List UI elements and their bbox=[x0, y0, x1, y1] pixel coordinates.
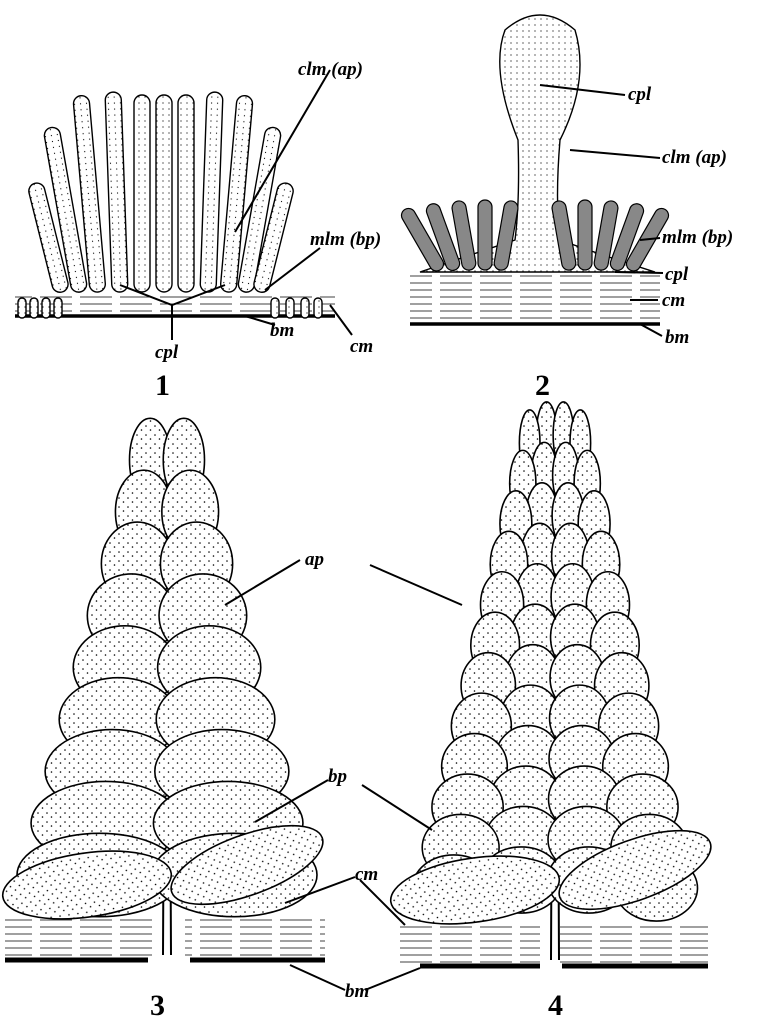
short-column bbox=[29, 297, 39, 319]
marginal-columns bbox=[400, 199, 670, 272]
cortical-medulla-layer-left bbox=[400, 925, 540, 963]
leader-line bbox=[244, 315, 276, 326]
leader-line bbox=[234, 69, 331, 233]
short-column bbox=[41, 297, 51, 319]
aerial-part-lobes bbox=[389, 401, 712, 961]
marginal-column bbox=[425, 203, 461, 272]
leader-line bbox=[289, 964, 346, 991]
leader-line bbox=[359, 879, 406, 926]
label-bp: bp bbox=[328, 766, 347, 787]
leader-line bbox=[639, 323, 663, 337]
club-shaped-aerial-part bbox=[419, 14, 656, 273]
basal-lobe bbox=[389, 855, 561, 925]
cortical-medulla-layer bbox=[410, 272, 660, 322]
marginal-column bbox=[477, 199, 493, 271]
leader-line bbox=[364, 967, 421, 991]
panel-4: 4 bbox=[359, 401, 712, 1022]
cortical-medulla-layer-left bbox=[5, 915, 155, 957]
label-cpl-top: cpl bbox=[628, 84, 652, 105]
label-bm: bm bbox=[270, 320, 294, 341]
column bbox=[72, 95, 107, 293]
short-column bbox=[53, 297, 63, 319]
leader-line bbox=[639, 237, 661, 241]
column bbox=[133, 94, 151, 293]
column bbox=[104, 91, 129, 293]
panel-number-4: 4 bbox=[548, 989, 563, 1022]
marginal-column bbox=[593, 200, 619, 271]
panel-3: ap bp cm bm 3 bbox=[1, 417, 378, 1022]
column bbox=[43, 126, 88, 293]
leader-line bbox=[361, 784, 433, 831]
label-cm: cm bbox=[350, 336, 373, 357]
column bbox=[155, 94, 173, 293]
panel-1: clm (ap) mlm (bp) cpl bm cm 1 bbox=[15, 59, 381, 402]
marginal-column bbox=[577, 199, 593, 271]
panel-2: cpl clm (ap) mlm (bp) cpl cm bm 2 bbox=[400, 14, 733, 402]
cortical-medulla-layer-right bbox=[560, 925, 708, 963]
panel-number-3: 3 bbox=[150, 989, 165, 1022]
label-ap: ap bbox=[305, 549, 324, 570]
column bbox=[237, 126, 282, 293]
leader-line bbox=[264, 247, 321, 291]
leader-line bbox=[614, 271, 664, 274]
label-bm: bm bbox=[345, 981, 369, 1002]
columns bbox=[17, 91, 323, 319]
basal-lobe bbox=[1, 850, 173, 920]
short-column bbox=[313, 297, 323, 319]
label-clm: clm (ap) bbox=[298, 59, 363, 80]
basal-lobe bbox=[558, 829, 712, 911]
leader-line bbox=[539, 84, 626, 96]
short-column bbox=[270, 297, 280, 319]
cortical-medulla-layer-right bbox=[185, 915, 325, 957]
leader-line bbox=[119, 284, 226, 340]
leader-line bbox=[254, 779, 329, 823]
label-mlm: mlm (bp) bbox=[310, 229, 381, 250]
marginal-column bbox=[400, 207, 445, 272]
leader-line bbox=[569, 149, 661, 159]
short-column bbox=[285, 297, 295, 319]
marginal-column bbox=[551, 200, 577, 271]
column bbox=[28, 182, 69, 293]
label-cpl-base: cpl bbox=[665, 264, 689, 285]
aerial-part-lobes bbox=[1, 417, 324, 956]
label-bm: bm bbox=[665, 327, 689, 348]
marginal-column bbox=[451, 200, 477, 271]
panel-number-1: 1 bbox=[155, 369, 170, 402]
marginal-column bbox=[609, 203, 645, 272]
short-column bbox=[17, 297, 27, 319]
leader-line bbox=[369, 564, 463, 606]
label-mlm: mlm (bp) bbox=[662, 227, 733, 248]
basal-lobe bbox=[170, 824, 324, 906]
column bbox=[199, 91, 224, 293]
leader-line bbox=[224, 559, 301, 606]
column bbox=[177, 94, 195, 293]
label-cm: cm bbox=[355, 864, 378, 885]
label-clm: clm (ap) bbox=[662, 147, 727, 168]
marginal-column bbox=[493, 200, 519, 271]
label-cm: cm bbox=[662, 290, 685, 311]
column bbox=[219, 95, 254, 293]
panel-number-2: 2 bbox=[535, 369, 550, 402]
label-cpl: cpl bbox=[155, 342, 179, 363]
leader-line bbox=[284, 876, 356, 904]
short-column bbox=[300, 297, 310, 319]
leader-line bbox=[329, 304, 353, 336]
column bbox=[253, 182, 294, 293]
